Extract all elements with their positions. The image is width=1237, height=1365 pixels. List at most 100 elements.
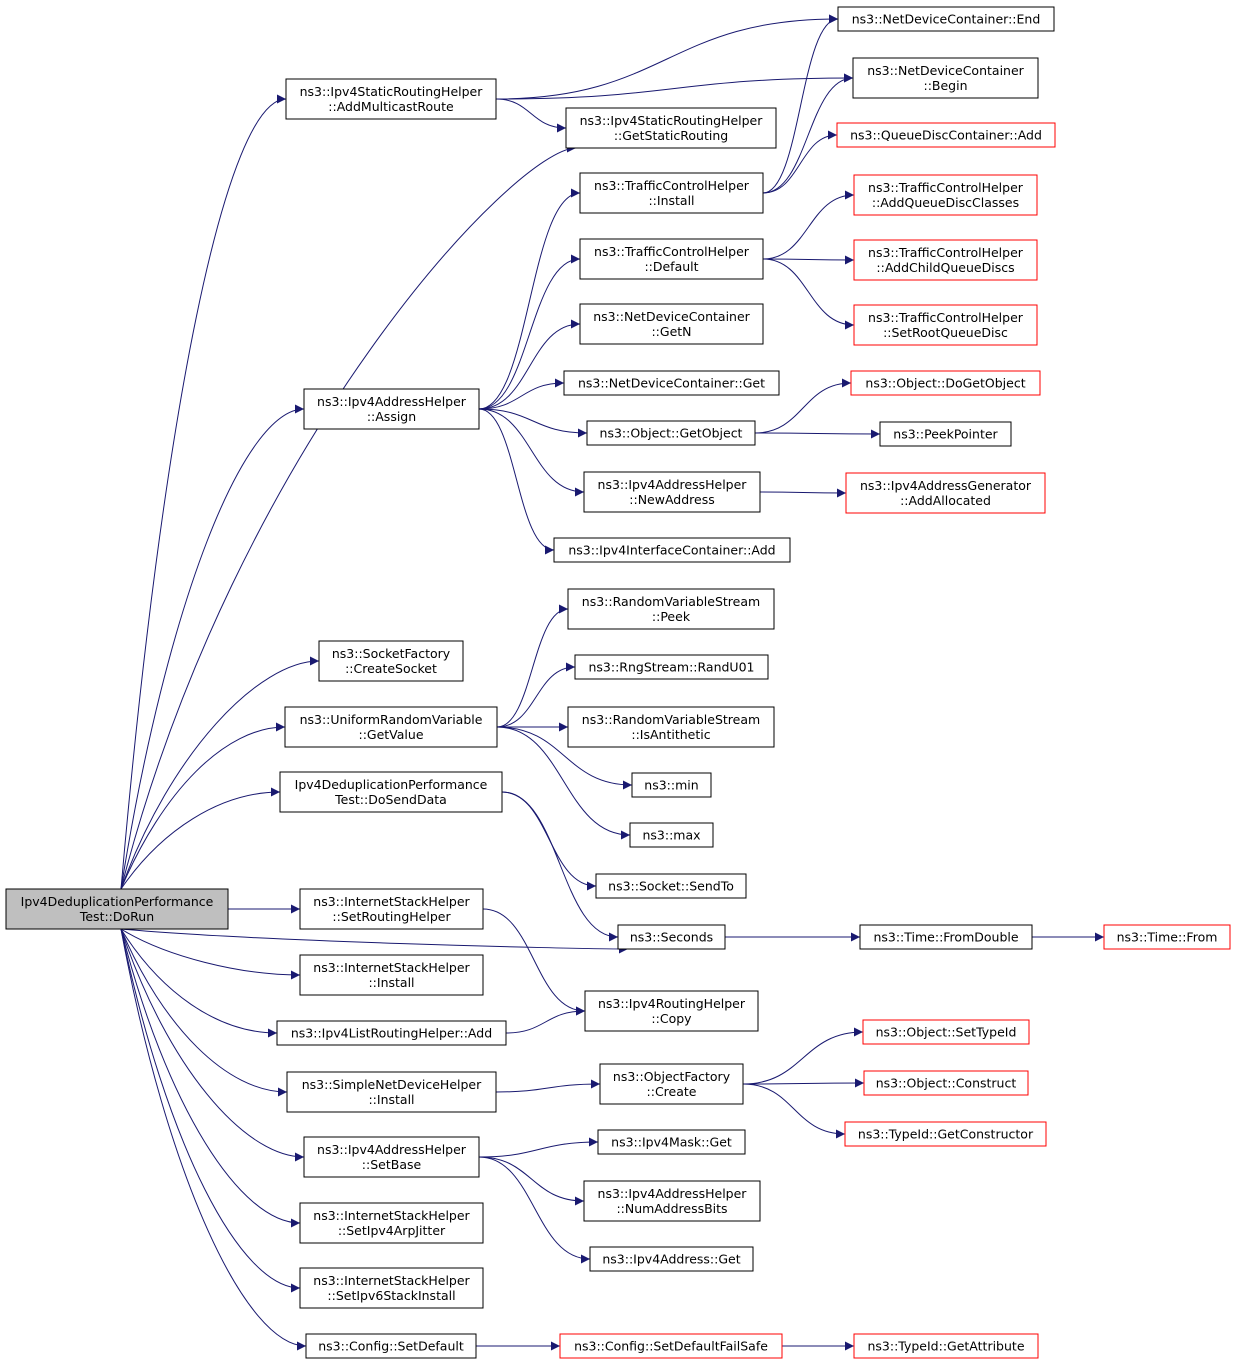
node-box-n39[interactable] — [863, 1070, 1029, 1096]
node-n15[interactable]: ns3::Object::DoGetObject — [850, 370, 1041, 396]
node-n17[interactable]: ns3::Ipv4AddressHelper::NewAddress — [583, 471, 761, 513]
node-box-n22[interactable] — [567, 588, 775, 630]
node-box-n11[interactable] — [853, 304, 1038, 346]
node-n40[interactable]: ns3::TypeId::GetConstructor — [844, 1121, 1047, 1147]
node-box-n45[interactable] — [299, 1202, 484, 1244]
node-box-n18[interactable] — [845, 472, 1046, 514]
node-n32[interactable]: ns3::InternetStackHelper::SetRoutingHelp… — [299, 888, 484, 930]
node-box-n31[interactable] — [1103, 924, 1231, 950]
node-box-n13[interactable] — [563, 370, 780, 396]
node-n20[interactable]: ns3::SocketFactory::CreateSocket — [318, 640, 464, 682]
node-box-n43[interactable] — [583, 1180, 761, 1222]
node-box-n19[interactable] — [553, 537, 791, 563]
node-box-n17[interactable] — [583, 471, 761, 513]
node-box-n30[interactable] — [859, 924, 1033, 950]
node-n12[interactable]: ns3::NetDeviceContainer::GetN — [579, 303, 764, 345]
node-box-n47[interactable] — [305, 1333, 477, 1359]
node-box-n10[interactable] — [853, 239, 1038, 281]
node-box-n8[interactable] — [579, 238, 764, 280]
node-n10[interactable]: ns3::TrafficControlHelper::AddChildQueue… — [853, 239, 1038, 281]
node-n47[interactable]: ns3::Config::SetDefault — [305, 1333, 477, 1359]
node-box-n1[interactable] — [285, 78, 497, 120]
node-n13[interactable]: ns3::NetDeviceContainer::Get — [563, 370, 780, 396]
node-n11[interactable]: ns3::TrafficControlHelper::SetRootQueueD… — [853, 304, 1038, 346]
node-n8[interactable]: ns3::TrafficControlHelper::Default — [579, 238, 764, 280]
node-n46[interactable]: ns3::InternetStackHelper::SetIpv6StackIn… — [299, 1267, 484, 1309]
node-box-n29[interactable] — [617, 924, 726, 950]
node-box-n25[interactable] — [631, 772, 712, 798]
node-n33[interactable]: ns3::InternetStackHelper::Install — [299, 954, 484, 996]
node-box-n4[interactable] — [565, 107, 777, 149]
node-n41[interactable]: ns3::Ipv4AddressHelper::SetBase — [303, 1136, 480, 1178]
node-n37[interactable]: ns3::ObjectFactory::Create — [599, 1063, 744, 1105]
node-box-n38[interactable] — [862, 1019, 1030, 1045]
node-n14[interactable]: ns3::Object::GetObject — [586, 420, 756, 446]
node-box-n12[interactable] — [579, 303, 764, 345]
node-n29[interactable]: ns3::Seconds — [617, 924, 726, 950]
node-box-n23[interactable] — [574, 654, 769, 680]
node-n30[interactable]: ns3::Time::FromDouble — [859, 924, 1033, 950]
node-n44[interactable]: ns3::Ipv4Address::Get — [589, 1246, 754, 1272]
node-box-n28[interactable] — [595, 873, 747, 899]
node-box-n35[interactable] — [276, 1020, 507, 1046]
node-n7[interactable]: ns3::QueueDiscContainer::Add — [836, 122, 1056, 148]
node-n43[interactable]: ns3::Ipv4AddressHelper::NumAddressBits — [583, 1180, 761, 1222]
node-n16[interactable]: ns3::PeekPointer — [879, 421, 1012, 447]
node-n22[interactable]: ns3::RandomVariableStream::Peek — [567, 588, 775, 630]
node-n23[interactable]: ns3::RngStream::RandU01 — [574, 654, 769, 680]
node-n39[interactable]: ns3::Object::Construct — [863, 1070, 1029, 1096]
node-box-n14[interactable] — [586, 420, 756, 446]
node-box-n5[interactable] — [303, 388, 480, 430]
node-box-n21[interactable] — [284, 706, 498, 748]
node-n6[interactable]: ns3::TrafficControlHelper::Install — [579, 172, 764, 214]
node-n21[interactable]: ns3::UniformRandomVariable::GetValue — [284, 706, 498, 748]
node-n49[interactable]: ns3::TypeId::GetAttribute — [853, 1333, 1039, 1359]
node-box-n36[interactable] — [286, 1071, 497, 1113]
node-box-n46[interactable] — [299, 1267, 484, 1309]
node-box-n34[interactable] — [584, 990, 759, 1032]
node-box-n27[interactable] — [279, 771, 503, 813]
node-n25[interactable]: ns3::min — [631, 772, 712, 798]
node-box-n16[interactable] — [879, 421, 1012, 447]
node-n1[interactable]: ns3::Ipv4StaticRoutingHelper::AddMultica… — [285, 78, 497, 120]
node-n19[interactable]: ns3::Ipv4InterfaceContainer::Add — [553, 537, 791, 563]
node-box-n3[interactable] — [852, 57, 1039, 99]
node-box-n33[interactable] — [299, 954, 484, 996]
node-n36[interactable]: ns3::SimpleNetDeviceHelper::Install — [286, 1071, 497, 1113]
node-n18[interactable]: ns3::Ipv4AddressGenerator::AddAllocated — [845, 472, 1046, 514]
node-box-n42[interactable] — [597, 1129, 746, 1155]
node-box-n32[interactable] — [299, 888, 484, 930]
node-box-n49[interactable] — [853, 1333, 1039, 1359]
node-n34[interactable]: ns3::Ipv4RoutingHelper::Copy — [584, 990, 759, 1032]
node-n48[interactable]: ns3::Config::SetDefaultFailSafe — [559, 1333, 783, 1359]
node-n35[interactable]: ns3::Ipv4ListRoutingHelper::Add — [276, 1020, 507, 1046]
node-box-n15[interactable] — [850, 370, 1041, 396]
node-box-n41[interactable] — [303, 1136, 480, 1178]
node-box-n37[interactable] — [599, 1063, 744, 1105]
node-n26[interactable]: ns3::max — [629, 822, 714, 848]
node-n4[interactable]: ns3::Ipv4StaticRoutingHelper::GetStaticR… — [565, 107, 777, 149]
node-n38[interactable]: ns3::Object::SetTypeId — [862, 1019, 1030, 1045]
node-n3[interactable]: ns3::NetDeviceContainer::Begin — [852, 57, 1039, 99]
node-n9[interactable]: ns3::TrafficControlHelper::AddQueueDiscC… — [853, 174, 1038, 216]
node-box-n6[interactable] — [579, 172, 764, 214]
node-box-n9[interactable] — [853, 174, 1038, 216]
node-n24[interactable]: ns3::RandomVariableStream::IsAntithetic — [567, 706, 775, 748]
node-box-n20[interactable] — [318, 640, 464, 682]
node-n42[interactable]: ns3::Ipv4Mask::Get — [597, 1129, 746, 1155]
node-box-n40[interactable] — [844, 1121, 1047, 1147]
node-n5[interactable]: ns3::Ipv4AddressHelper::Assign — [303, 388, 480, 430]
node-box-n44[interactable] — [589, 1246, 754, 1272]
node-box-n48[interactable] — [559, 1333, 783, 1359]
node-n45[interactable]: ns3::InternetStackHelper::SetIpv4ArpJitt… — [299, 1202, 484, 1244]
node-box-n26[interactable] — [629, 822, 714, 848]
node-box-n0[interactable] — [5, 888, 229, 930]
node-n31[interactable]: ns3::Time::From — [1103, 924, 1231, 950]
node-box-n7[interactable] — [836, 122, 1056, 148]
node-n2[interactable]: ns3::NetDeviceContainer::End — [837, 6, 1055, 32]
node-box-n24[interactable] — [567, 706, 775, 748]
node-n28[interactable]: ns3::Socket::SendTo — [595, 873, 747, 899]
node-box-n2[interactable] — [837, 6, 1055, 32]
node-n27[interactable]: Ipv4DeduplicationPerformanceTest::DoSend… — [279, 771, 503, 813]
